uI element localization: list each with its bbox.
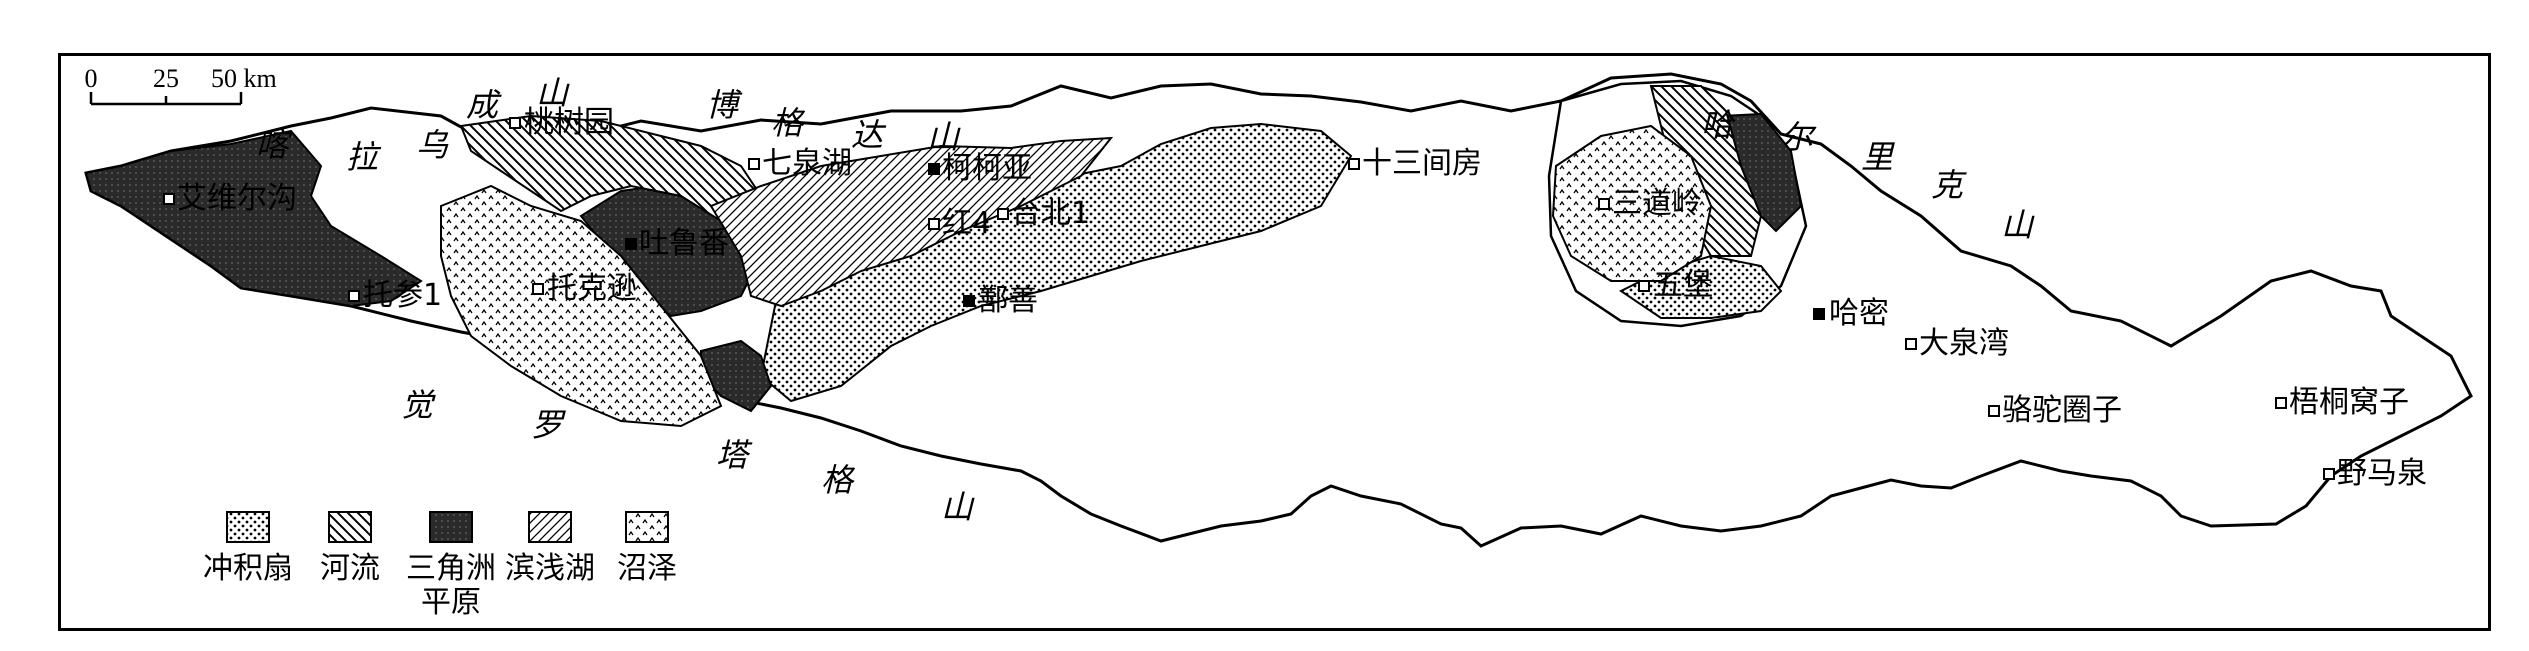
- legend-swatch-swamp: [625, 511, 669, 543]
- place-label: 台北1: [1011, 196, 1090, 231]
- place-label: 梧桐窝子: [2289, 385, 2409, 420]
- marker-filled: [625, 238, 637, 250]
- swamp-hami: [1551, 124, 1713, 282]
- mountain-char: 山: [941, 488, 975, 526]
- mountain-char: 罗: [531, 406, 566, 444]
- scale-tick-50km: 50 km: [211, 64, 277, 93]
- legend-label: 三角洲: [406, 551, 496, 586]
- marker-open: [1638, 280, 1650, 292]
- legend-swatch-alluvial-fan: [226, 511, 270, 543]
- scale-tick-0: 0: [85, 64, 98, 93]
- marker-open: [2275, 397, 2287, 409]
- legend-label: 滨浅湖: [505, 551, 595, 586]
- delta-plain-west: [84, 129, 423, 308]
- marker-open: [1988, 405, 2000, 417]
- mountain-char: 拉: [346, 138, 382, 176]
- place-label: 三道岭: [1612, 186, 1702, 221]
- mountain-char: 觉: [401, 386, 436, 424]
- marker-open: [509, 117, 521, 129]
- marker-filled: [1813, 308, 1825, 320]
- place-label: 红4: [942, 206, 991, 241]
- mountain-char: 格: [821, 461, 856, 499]
- marker-open: [532, 283, 544, 295]
- mountain-char: 尔: [1781, 118, 1817, 156]
- mountain-char: 山: [536, 74, 570, 112]
- marker-filled: [928, 163, 940, 175]
- place-label: 七泉湖: [762, 146, 852, 181]
- place-label: 鄯善: [978, 283, 1038, 318]
- mountain-char: 成: [466, 86, 502, 124]
- marker-open: [163, 193, 175, 205]
- place-label: 吐鲁番: [639, 226, 729, 261]
- scale-bar: 0 25 50 km: [85, 64, 277, 106]
- mountain-char: 达: [851, 116, 887, 154]
- place-label: 桃树园: [524, 105, 614, 140]
- place-label: 十三间房: [1362, 146, 1482, 181]
- marker-open: [1905, 338, 1917, 350]
- place-label: 托克逊: [547, 271, 637, 306]
- marker-open: [997, 208, 1009, 220]
- mountain-char: 里: [1861, 138, 1895, 176]
- place-label: 柯柯亚: [942, 151, 1032, 186]
- place-label: 五堡: [1653, 268, 1713, 303]
- marker-filled: [963, 295, 975, 307]
- mountain-char: 哈: [1701, 106, 1736, 144]
- mountain-char: 塔: [716, 436, 753, 474]
- legend-label: 冲积扇: [203, 551, 293, 586]
- legend-label: 平原: [421, 585, 481, 620]
- legend-swatch-river: [328, 511, 372, 543]
- mountain-labels: 博 格 达 山 喀 拉 乌 成 山 觉 罗 塔 格 山 哈 尔 里 克 山: [256, 74, 2035, 526]
- legend-label: 沼泽: [617, 551, 677, 586]
- shore-shallow-lake-zone: [709, 136, 1114, 308]
- marker-open: [928, 218, 940, 230]
- mountain-char: 山: [2001, 206, 2035, 244]
- legend-swatch-shore-shallow-lake: [528, 511, 572, 543]
- mountain-char: 格: [771, 104, 806, 142]
- legend-label: 河流: [320, 551, 380, 586]
- legend: 冲积扇 河流 三角洲 平原 滨浅湖 沼泽: [203, 511, 677, 620]
- marker-open: [1348, 158, 1360, 170]
- place-label: 骆驼圈子: [2002, 393, 2122, 428]
- mountain-char: 喀: [256, 126, 293, 164]
- place-label: 哈密: [1829, 296, 1889, 331]
- mountain-char: 乌: [416, 126, 449, 164]
- map-canvas: 0 25 50 km 博 格 达 山 喀 拉 乌 成 山 觉 罗 塔 格 山 哈…: [84, 64, 2473, 620]
- legend-swatch-delta-plain: [429, 511, 473, 543]
- marker-open: [748, 158, 760, 170]
- map-frame: 0 25 50 km 博 格 达 山 喀 拉 乌 成 山 觉 罗 塔 格 山 哈…: [58, 53, 2491, 631]
- mountain-char: 克: [1931, 166, 1967, 204]
- mountain-char: 博: [706, 86, 743, 124]
- marker-open: [348, 290, 360, 302]
- marker-open: [2323, 468, 2335, 480]
- mountain-char: 山: [927, 118, 961, 156]
- place-label: 托参1: [363, 278, 442, 313]
- river-zone: [459, 114, 763, 223]
- place-label: 艾维尔沟: [177, 181, 297, 216]
- marker-open: [1598, 198, 1610, 210]
- swamp-west: [440, 184, 723, 428]
- places: 桃树园 七泉湖 柯柯亚 十三间房 艾维尔沟 红4 台北1 吐鲁番 托参1 托克逊…: [163, 105, 2427, 491]
- place-label: 大泉湾: [1919, 326, 2009, 361]
- scale-tick-25: 25: [153, 64, 179, 93]
- place-label: 野马泉: [2337, 456, 2427, 491]
